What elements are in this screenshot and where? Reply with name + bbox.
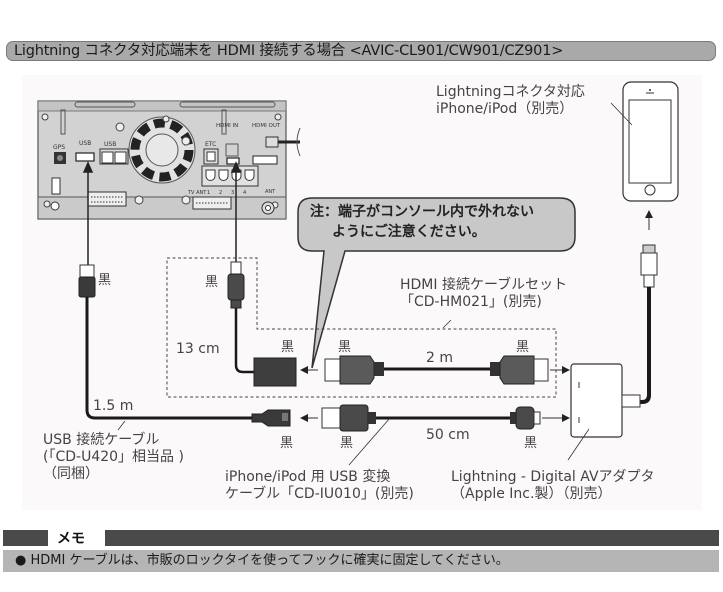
hdmi-cable-2m: [324, 355, 549, 385]
tv-ant-label: TV ANT: [187, 190, 207, 196]
hdmi-set-label-line2: 「CD-HM021」(別売): [400, 294, 542, 310]
fan-icon: [128, 116, 196, 184]
memo-note: ● HDMI ケーブルは、市販のロックタイを使ってフックに確実に固定してください…: [3, 550, 719, 572]
iphone-illustration: [622, 81, 679, 202]
usb-conversion-cable: [321, 404, 541, 432]
hdmi-cable-end-color: 黒: [338, 340, 352, 355]
hdmi-long-length: 2 m: [426, 350, 453, 366]
hdmi-adapter-cable: [227, 261, 297, 387]
ant-number: 2: [219, 190, 222, 196]
ant-number: 1: [207, 190, 210, 196]
usb-port: [75, 152, 95, 162]
memo-bar-right: [105, 530, 719, 546]
ant-label: ANT: [265, 189, 276, 195]
usb-cable-length: 1.5 m: [93, 398, 134, 414]
usb-color-label: 黒: [98, 273, 112, 288]
usb-cable-label-line3: （同梱）: [43, 466, 99, 482]
etc-port-label: ETC: [205, 141, 216, 148]
usb-cable-label-line2: (「CD-U420」相当品 ): [43, 449, 184, 465]
callout-bubble: [297, 197, 576, 369]
ant-number: 4: [243, 190, 246, 196]
hdmi-adapter-end-color: 黒: [281, 340, 295, 355]
hdmi-in-label: HDMI IN: [216, 123, 238, 129]
memo-bar-left: [3, 530, 48, 546]
gps-port-label: GPS: [53, 144, 65, 151]
conversion-lightning-color: 黒: [524, 436, 538, 451]
memo-heading: メモ: [57, 531, 85, 547]
iphone-label-line1: Lightningコネクタ対応: [436, 84, 585, 100]
conversion-usb-color: 黒: [340, 436, 354, 451]
usb-cable-1-5m: [78, 264, 291, 427]
hdmi-cable-end-color-2: 黒: [516, 340, 530, 355]
usb-port-2-label: USB: [104, 141, 116, 148]
conversion-cable-length: 50 cm: [426, 427, 470, 443]
memo-header: メモ: [3, 530, 719, 547]
hdmi-set-boundary: [166, 257, 557, 398]
av-adapter: [570, 363, 641, 438]
callout-line2: ようにご注意ください。: [332, 224, 486, 240]
hdmi-adapter-color-label: 黒: [205, 275, 219, 290]
hdmi-short-length: 13 cm: [176, 341, 220, 357]
usb-port-label: USB: [79, 140, 91, 147]
callout-line1: 注：端子がコンソール内で外れない: [310, 204, 534, 220]
hdmi-in-port: [226, 157, 240, 165]
hdmi-set-label-line1: HDMI 接続ケーブルセット: [400, 277, 568, 293]
adapter-label-line1: Lightning - Digital AVアダプタ: [451, 469, 655, 485]
lightning-connector: [640, 244, 658, 288]
head-unit-rear-panel: GPS USB USB ETC HDMI IN HDMI OUT TV ANT: [37, 100, 301, 220]
iphone-label-line2: iPhone/iPod（別売）: [436, 101, 574, 117]
section-title: Lightning コネクタ対応端末を HDMI 接続する場合 <AVIC-CL…: [6, 41, 716, 61]
conversion-cable-label-line1: iPhone/iPod 用 USB 変換: [225, 469, 391, 485]
ant-number: 3: [231, 190, 234, 196]
hdmi-out-label: HDMI OUT: [252, 123, 281, 129]
usb-end-color: 黒: [280, 436, 294, 451]
conversion-cable-label-line2: ケーブル「CD-IU010」(別売): [225, 486, 414, 502]
adapter-label-line2: （Apple Inc.製）（別売）: [451, 486, 612, 502]
usb-cable-label-line1: USB 接続ケーブル: [43, 432, 160, 448]
